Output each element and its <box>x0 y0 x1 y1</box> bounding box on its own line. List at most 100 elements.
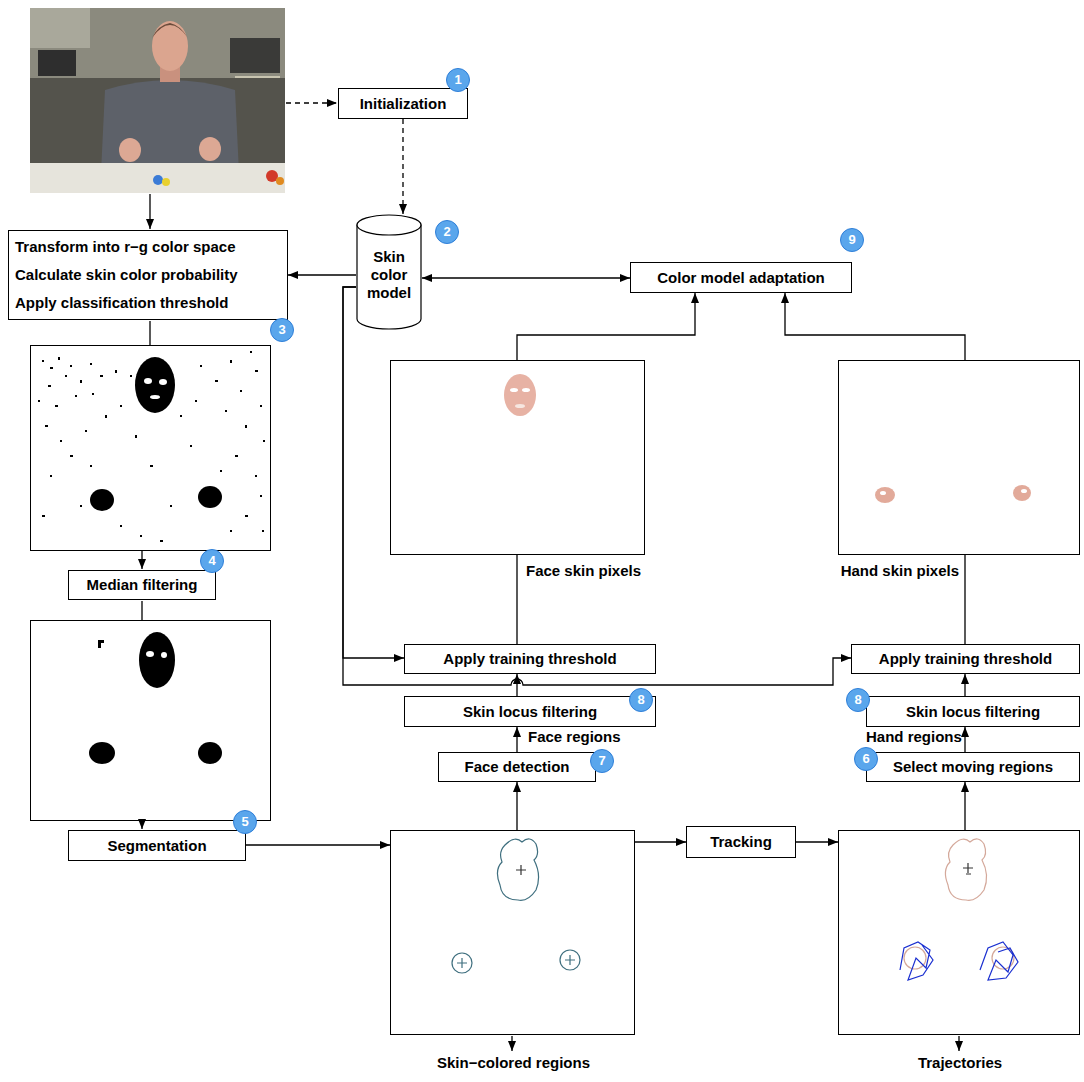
binary-mask-image-part <box>150 395 160 399</box>
filtered-mask-image-part <box>31 621 271 821</box>
trajectory-plot-part <box>980 942 1018 980</box>
connector <box>796 841 838 842</box>
filtered-mask-image-part <box>89 742 115 764</box>
binary-mask-image-part <box>135 357 175 413</box>
binary-mask-image-part <box>38 351 265 542</box>
video-frame-part <box>30 8 285 193</box>
video-frame-part <box>162 178 170 186</box>
process-box: Segmentation <box>68 830 246 861</box>
process-box: Tracking <box>686 826 796 858</box>
video-frame-part <box>30 8 285 78</box>
node-text: Tracking <box>710 833 772 851</box>
panel-heading: Hand skin pixels <box>799 562 959 580</box>
process-box: Select moving regions <box>866 752 1080 782</box>
connector <box>343 287 851 685</box>
callout-number: 1 <box>446 68 470 92</box>
cylinder-top <box>357 215 421 235</box>
connector <box>517 293 695 360</box>
region-contours-part <box>457 958 467 968</box>
panel-heading-area: Hand skin pixels <box>799 562 959 580</box>
connector <box>964 782 965 830</box>
flow-wires-part <box>511 1036 512 1051</box>
video-frame-part <box>152 21 188 71</box>
callout-number: 7 <box>590 749 614 773</box>
process-box: Skin locus filtering <box>866 696 1080 727</box>
binary-mask-image-part <box>144 378 152 384</box>
flow-wires-part <box>286 102 337 103</box>
face-pixels-image-part <box>515 404 525 408</box>
node-text: Select moving regions <box>893 758 1053 776</box>
process-box: Initialization <box>338 88 468 119</box>
node-text: Apply training threshold <box>443 650 616 668</box>
process-box: Median filtering <box>68 570 216 600</box>
panel-heading: Face skin pixels <box>526 562 686 580</box>
face-pixels-image <box>504 374 536 416</box>
node-text: Face detection <box>464 758 569 776</box>
callout-number: 4 <box>200 549 224 573</box>
hand-pixels-image-part <box>880 491 886 495</box>
node-text: Segmentation <box>107 837 206 855</box>
video-frame-part <box>38 50 76 76</box>
trajectory-plot-part <box>945 839 986 900</box>
hand-pixels-image-part <box>875 487 895 503</box>
region-contours-part <box>497 839 538 900</box>
process-box: Color model adaptation <box>630 262 852 293</box>
connector <box>964 674 965 696</box>
binary-mask-image-part <box>198 486 222 508</box>
trajectory-plot-part <box>904 947 926 969</box>
callout-number: 2 <box>435 220 459 244</box>
callout-number: 8 <box>629 688 653 712</box>
region-contours-part <box>452 953 472 973</box>
callout-number: 5 <box>233 810 257 834</box>
node-text: Apply training threshold <box>879 650 1052 668</box>
binary-mask-image-part <box>90 489 114 511</box>
connector <box>288 274 356 275</box>
process-box: Face detection <box>438 752 596 782</box>
connector <box>516 555 517 644</box>
node-text: Initialization <box>360 95 447 113</box>
image-panel: Hand skin pixels <box>838 360 1080 555</box>
video-frame <box>30 8 285 193</box>
face-pixels-image-part <box>510 388 518 392</box>
flow-wires-part <box>149 321 150 345</box>
cylinder-body <box>357 225 421 329</box>
image-panel: Trajectories <box>838 830 1080 1035</box>
video-frame-part <box>276 177 284 185</box>
panel-heading-area: Face skin pixels <box>526 562 686 580</box>
node-text: Median filtering <box>87 576 198 594</box>
callout-number: 3 <box>270 318 294 342</box>
connector <box>402 119 403 214</box>
filtered-mask-image-part <box>139 632 175 688</box>
video-frame-part <box>153 175 163 185</box>
node-text: Apply classification threshold <box>15 289 228 317</box>
region-contours-part <box>560 950 580 970</box>
filtered-mask-image-part <box>146 651 154 657</box>
callout-number: 9 <box>840 228 864 252</box>
flow-wires-part <box>141 821 142 829</box>
filtered-mask-image-part <box>198 742 222 764</box>
hand-pixels-image-part <box>1013 485 1031 501</box>
video-frame-part <box>119 138 141 162</box>
filtered-mask-image-part <box>98 640 104 643</box>
node-text: Skin locus filtering <box>906 703 1040 721</box>
image-panel: Skin−colored regions <box>390 830 635 1035</box>
binary-mask-image <box>31 346 271 551</box>
flow-wires-part <box>141 601 142 620</box>
note-label-area: Hand regions <box>866 728 962 745</box>
node-text: Skin color model <box>358 248 420 302</box>
flow-wires-part <box>958 1036 959 1051</box>
note-label: Face regions <box>528 728 621 745</box>
region-contours-part <box>565 955 575 965</box>
connector <box>964 555 965 644</box>
video-frame-part <box>30 163 285 193</box>
panel-heading-area: Trajectories <box>839 1054 1081 1072</box>
process-box: Apply training threshold <box>851 644 1080 674</box>
binary-mask-image-part <box>159 379 167 385</box>
callout-number: 6 <box>854 747 878 771</box>
region-contours <box>452 839 580 973</box>
process-box: Apply training threshold <box>404 644 656 674</box>
connector <box>516 727 517 752</box>
